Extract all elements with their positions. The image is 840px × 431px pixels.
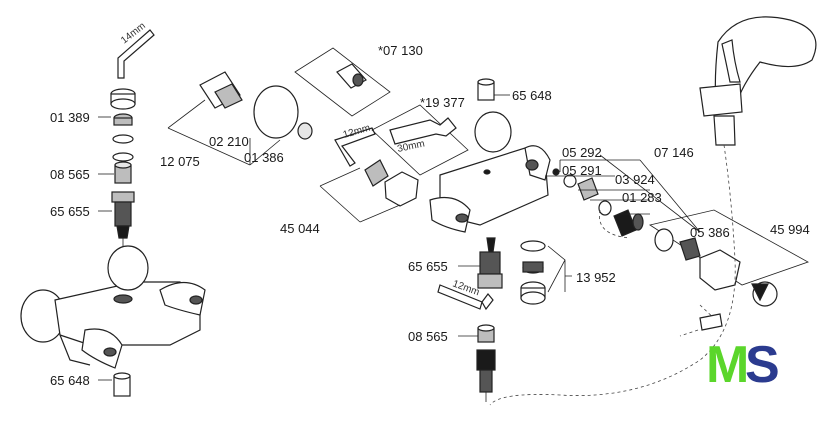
label-01389: 01 389 [50, 110, 90, 125]
label-08565-mid: 08 565 [408, 329, 448, 344]
label-03924: 03 924 [615, 172, 655, 187]
valve-stem-mid [476, 349, 496, 402]
mixer-body-left [20, 245, 206, 397]
part-07130-box [294, 47, 391, 117]
label-02210: 02 210 [209, 134, 249, 149]
hand-shower [699, 16, 817, 146]
label-05291: 05 291 [562, 163, 602, 178]
logo-letter-s: S [745, 336, 780, 394]
label-07146: 07 146 [654, 145, 694, 160]
label-05386: 05 386 [690, 225, 730, 240]
hex-key-14mm: 14mm [117, 21, 155, 79]
spanner-19377: 30mm [371, 104, 469, 176]
logo-letter-m: M [706, 336, 749, 394]
hose-link-dash [679, 329, 699, 337]
hex-key-12mm-top: 12mm [334, 123, 376, 167]
left-leader-lines [98, 116, 114, 381]
label-65648-bottom: 65 648 [50, 373, 90, 388]
connector-group [167, 71, 313, 166]
label-13952: 13 952 [576, 270, 616, 285]
label-07130: *07 130 [378, 43, 423, 58]
cartridge-stack-left [110, 88, 136, 250]
ms-logo: M S [706, 336, 780, 394]
label-05292: 05 292 [562, 145, 602, 160]
label-01386: 01 386 [244, 150, 284, 165]
nut-45044 [319, 159, 419, 223]
label-12075: 12 075 [160, 154, 200, 169]
label-45044: 45 044 [280, 221, 320, 236]
label-65648-top: 65 648 [512, 88, 552, 103]
label-45994: 45 994 [770, 222, 810, 237]
label-08565-left: 08 565 [50, 167, 90, 182]
diverter-leaders [545, 154, 701, 233]
diverter-stack [552, 168, 644, 239]
cap-65648-top [477, 78, 510, 101]
label-65655-mid: 65 655 [408, 259, 448, 274]
cartridge-65655-mid [458, 237, 503, 289]
hose-dashed [489, 144, 736, 406]
label-01283: 01 283 [622, 190, 662, 205]
mixer-body-center [429, 111, 551, 233]
knob-45994 [648, 209, 809, 331]
label-19377: *19 377 [420, 95, 465, 110]
aerator-13952 [520, 240, 572, 305]
label-65655-left: 65 655 [50, 204, 90, 219]
insert-08565-mid [458, 324, 495, 343]
